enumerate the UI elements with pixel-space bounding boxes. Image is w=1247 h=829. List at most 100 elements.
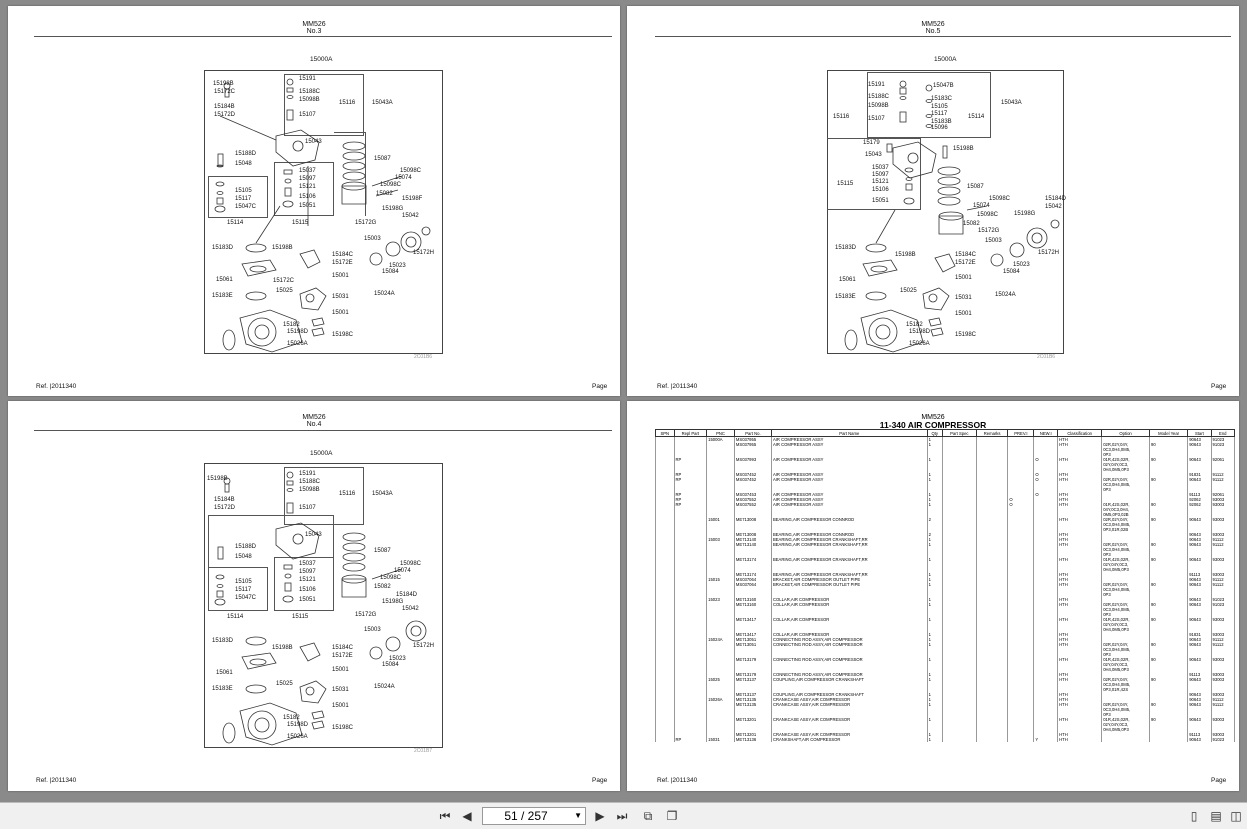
- table-cell: [1007, 612, 1035, 617]
- header-rule: [34, 430, 612, 431]
- ref-number: 2011340: [672, 383, 698, 390]
- table-cell: HTH: [1057, 472, 1103, 477]
- part-callout: 15074: [394, 568, 411, 574]
- table-cell: [975, 452, 1009, 457]
- part-callout: 15172G: [978, 228, 1000, 234]
- single-page-view-icon[interactable]: ▯: [1190, 809, 1198, 823]
- part-callout: 15097: [299, 569, 316, 575]
- table-cell: HTH: [1057, 617, 1103, 622]
- table-cell: HTH: [1057, 677, 1103, 682]
- part-callout: 15188D: [235, 544, 257, 550]
- ref-number: 2011340: [672, 777, 698, 784]
- table-cell: 93003: [1210, 672, 1236, 677]
- exploded-diagram: [214, 78, 431, 353]
- table-cell: [1210, 707, 1236, 712]
- table-row: 0C3,0H4,0M5,: [655, 522, 1236, 527]
- next-page-button[interactable]: ▶: [595, 809, 605, 823]
- table-row: 0P3: [655, 487, 1236, 492]
- table-cell: 93003: [1210, 632, 1236, 637]
- table-cell: [1210, 727, 1236, 732]
- table-cell: [926, 482, 943, 487]
- table-cell: [1057, 612, 1103, 617]
- part-callout: 15191: [299, 471, 316, 477]
- drawing-code: 2C01B7: [414, 748, 433, 754]
- table-cell: 1: [926, 572, 943, 577]
- table-cell: MS037955: [733, 436, 772, 442]
- table-cell: [926, 452, 943, 457]
- part-callout: 15084: [1003, 269, 1020, 275]
- part-callout: 15184C: [332, 645, 354, 651]
- part-callout: 15183E: [835, 294, 856, 300]
- table-cell: [733, 527, 772, 532]
- table-cell: HTH: [1057, 542, 1103, 547]
- table-cell: [1007, 447, 1035, 452]
- drawing-code: 2C01B6: [1037, 354, 1056, 360]
- table-cell: 1: [926, 597, 943, 602]
- table-row: 0P3,01R,42S: [655, 687, 1236, 692]
- column-header: NEW.I: [1033, 429, 1059, 437]
- table-cell: [926, 462, 943, 467]
- table-cell: [733, 462, 772, 467]
- table-cell: HTH: [1057, 497, 1103, 502]
- part-callout: 15061: [839, 277, 856, 283]
- copy-icon[interactable]: ❐: [666, 809, 678, 823]
- footer-ref: Ref. |2011340: [657, 777, 698, 784]
- two-page-view-icon[interactable]: ◫: [1230, 809, 1242, 823]
- table-cell: [1007, 647, 1035, 652]
- prev-page-button[interactable]: ◀: [462, 809, 472, 823]
- table-cell: 1: [926, 442, 943, 447]
- table-cell: 1: [926, 557, 943, 562]
- table-row: 0H4,0M5,0P3: [655, 467, 1236, 472]
- table-row: 02Y,04Y,0C3,: [655, 622, 1236, 627]
- part-callout: 15082: [374, 584, 391, 590]
- table-cell: 1: [926, 602, 943, 607]
- part-callout: 15106: [872, 187, 889, 193]
- table-cell: 1: [926, 672, 943, 677]
- table-cell: [733, 522, 772, 527]
- page-number: No.4: [306, 421, 322, 428]
- continuous-view-icon[interactable]: ▤: [1210, 809, 1222, 823]
- table-cell: ME713136: [733, 737, 772, 742]
- last-page-button[interactable]: ⏭: [616, 809, 628, 823]
- table-cell: [926, 467, 943, 472]
- part-callout: 15172C: [273, 278, 295, 284]
- part-callout: 15172H: [1038, 250, 1060, 256]
- table-cell: HTH: [1057, 577, 1103, 582]
- part-callout: 15098B: [299, 97, 320, 103]
- table-cell: 1: [926, 692, 943, 697]
- table-cell: [1057, 452, 1103, 457]
- part-callout: 15114: [968, 114, 985, 120]
- table-cell: O: [1007, 497, 1035, 502]
- part-callout: 15047C: [235, 204, 257, 210]
- table-cell: [1210, 592, 1236, 597]
- table-cell: [1210, 452, 1236, 457]
- part-callout: 15037: [299, 561, 316, 567]
- page-select[interactable]: 51 / 257▼: [482, 807, 586, 825]
- part-callout: 15184B: [214, 104, 235, 110]
- table-cell: HTH: [1057, 702, 1103, 707]
- part-callout: 15117: [235, 587, 252, 593]
- part-callout: 15098C: [400, 168, 422, 174]
- exploded-diagram: [844, 80, 1060, 353]
- table-cell: [1007, 547, 1035, 552]
- table-cell: [1057, 467, 1103, 472]
- table-cell: [975, 652, 1009, 657]
- part-callout: 15003: [985, 238, 1002, 244]
- column-header: Part No.: [733, 429, 772, 437]
- first-page-button[interactable]: ⏮: [439, 809, 451, 823]
- table-cell: [941, 737, 977, 742]
- table-cell: ME713135: [733, 697, 772, 702]
- table-cell: HTH: [1057, 502, 1103, 507]
- part-callout: 15023: [389, 656, 406, 662]
- sub-box: [208, 176, 268, 218]
- table-cell: [975, 532, 1009, 537]
- part-callout: 15121: [299, 577, 316, 583]
- rotate-icon[interactable]: ⧉: [643, 809, 653, 823]
- table-cell: [1057, 727, 1103, 732]
- table-cell: [733, 707, 772, 712]
